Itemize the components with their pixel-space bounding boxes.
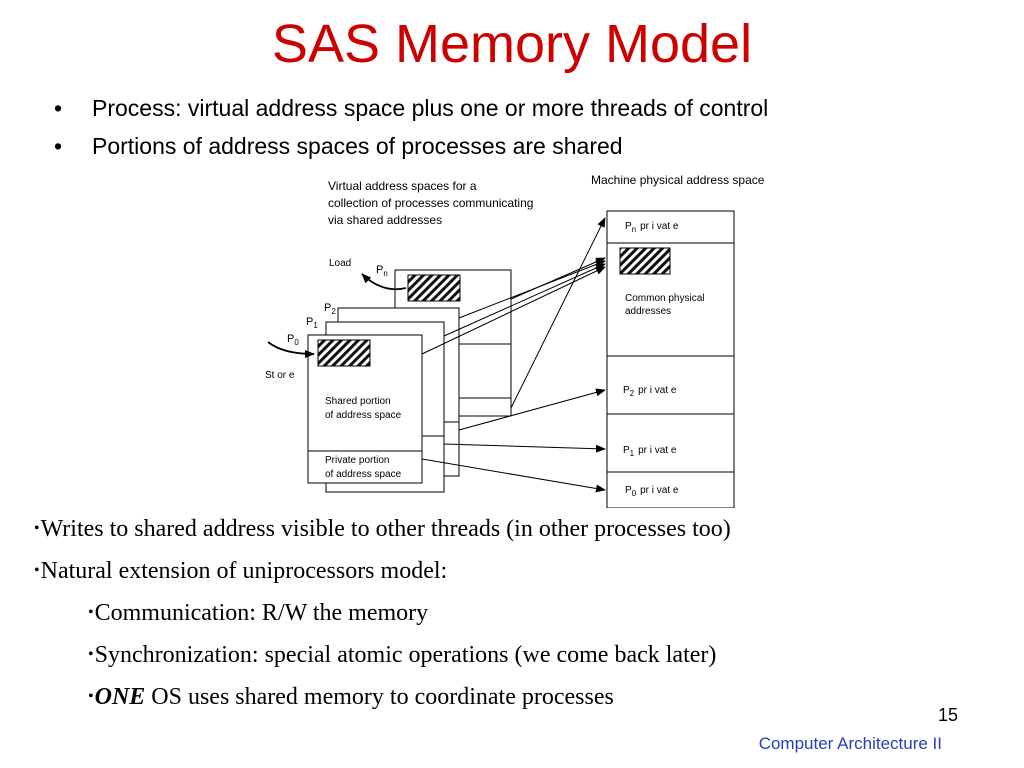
bullet-text: OS uses shared memory to coordinate proc… <box>145 684 614 710</box>
common-shared-block <box>619 247 671 275</box>
bottom-bullet: •Natural extension of uniprocessors mode… <box>34 552 731 594</box>
p0-shared-block <box>317 339 371 367</box>
bullet-dot: • <box>88 646 94 663</box>
process-label-p1: P1 <box>306 316 318 330</box>
bullet-dot: • <box>34 562 40 579</box>
store-arrow <box>267 341 315 358</box>
process-label-p0: P0 <box>287 333 299 347</box>
bottom-bullet-list: •Writes to shared address visible to oth… <box>34 510 731 720</box>
physical-memory-column <box>606 210 735 508</box>
bullet-text: Communication: R/W the memory <box>94 600 429 626</box>
store-label: St or e <box>265 370 295 381</box>
virtual-caption-line: via shared addresses <box>328 213 442 227</box>
p0-address-space <box>307 334 423 484</box>
process-label-pn: Pn <box>376 264 388 278</box>
bullet-dot: • <box>88 604 94 621</box>
common-physical-label: addresses <box>625 306 671 317</box>
top-bullet-text: Portions of address spaces of processes … <box>92 133 623 159</box>
private-portion-label: of address space <box>325 469 402 480</box>
bullet-text: Writes to shared address visible to othe… <box>40 516 731 542</box>
bullet-text: Natural extension of uniprocessors model… <box>40 558 448 584</box>
virtual-caption-line: Virtual address spaces for a <box>328 179 477 193</box>
shared-portion-label: Shared portion <box>325 396 391 407</box>
bottom-sub-bullet: •ONE OS uses shared memory to coordinate… <box>34 678 731 720</box>
page-number: 15 <box>937 705 959 725</box>
bullet-dot: • <box>54 133 63 159</box>
common-physical-label: Common physical <box>625 293 704 304</box>
process-label-p2: P2 <box>324 302 336 316</box>
bullet-dot: • <box>88 688 94 705</box>
physical-caption: Machine physical address space <box>591 173 765 187</box>
sas-memory-diagram: Virtual address spaces for a collection … <box>265 173 765 508</box>
private-portion-label: Private portion <box>325 455 389 466</box>
top-bullet-list: • Process: virtual address space plus one… <box>54 90 768 166</box>
emphasis-text: ONE <box>94 684 146 710</box>
shared-portion-label: of address space <box>325 410 402 421</box>
top-bullet-text: Process: virtual address space plus one … <box>92 95 769 121</box>
bullet-dot: • <box>34 520 40 537</box>
mapping-arrows <box>421 217 606 493</box>
virtual-caption-line: collection of processes communicating <box>328 196 533 210</box>
top-bullet-item: • Process: virtual address space plus one… <box>54 90 768 128</box>
bullet-text: Synchronization: special atomic operatio… <box>94 642 717 668</box>
bullet-dot: • <box>54 95 63 121</box>
footer-course-title: Computer Architecture II <box>758 734 942 753</box>
pn-shared-block <box>407 274 461 302</box>
load-label: Load <box>329 258 351 269</box>
bottom-sub-bullet: •Synchronization: special atomic operati… <box>34 636 731 678</box>
bottom-sub-bullet: •Communication: R/W the memory <box>34 594 731 636</box>
slide-title: SAS Memory Model <box>271 14 753 74</box>
top-bullet-item: • Portions of address spaces of processes… <box>54 128 768 166</box>
bottom-bullet: •Writes to shared address visible to oth… <box>34 510 731 552</box>
load-arrow <box>361 273 407 291</box>
